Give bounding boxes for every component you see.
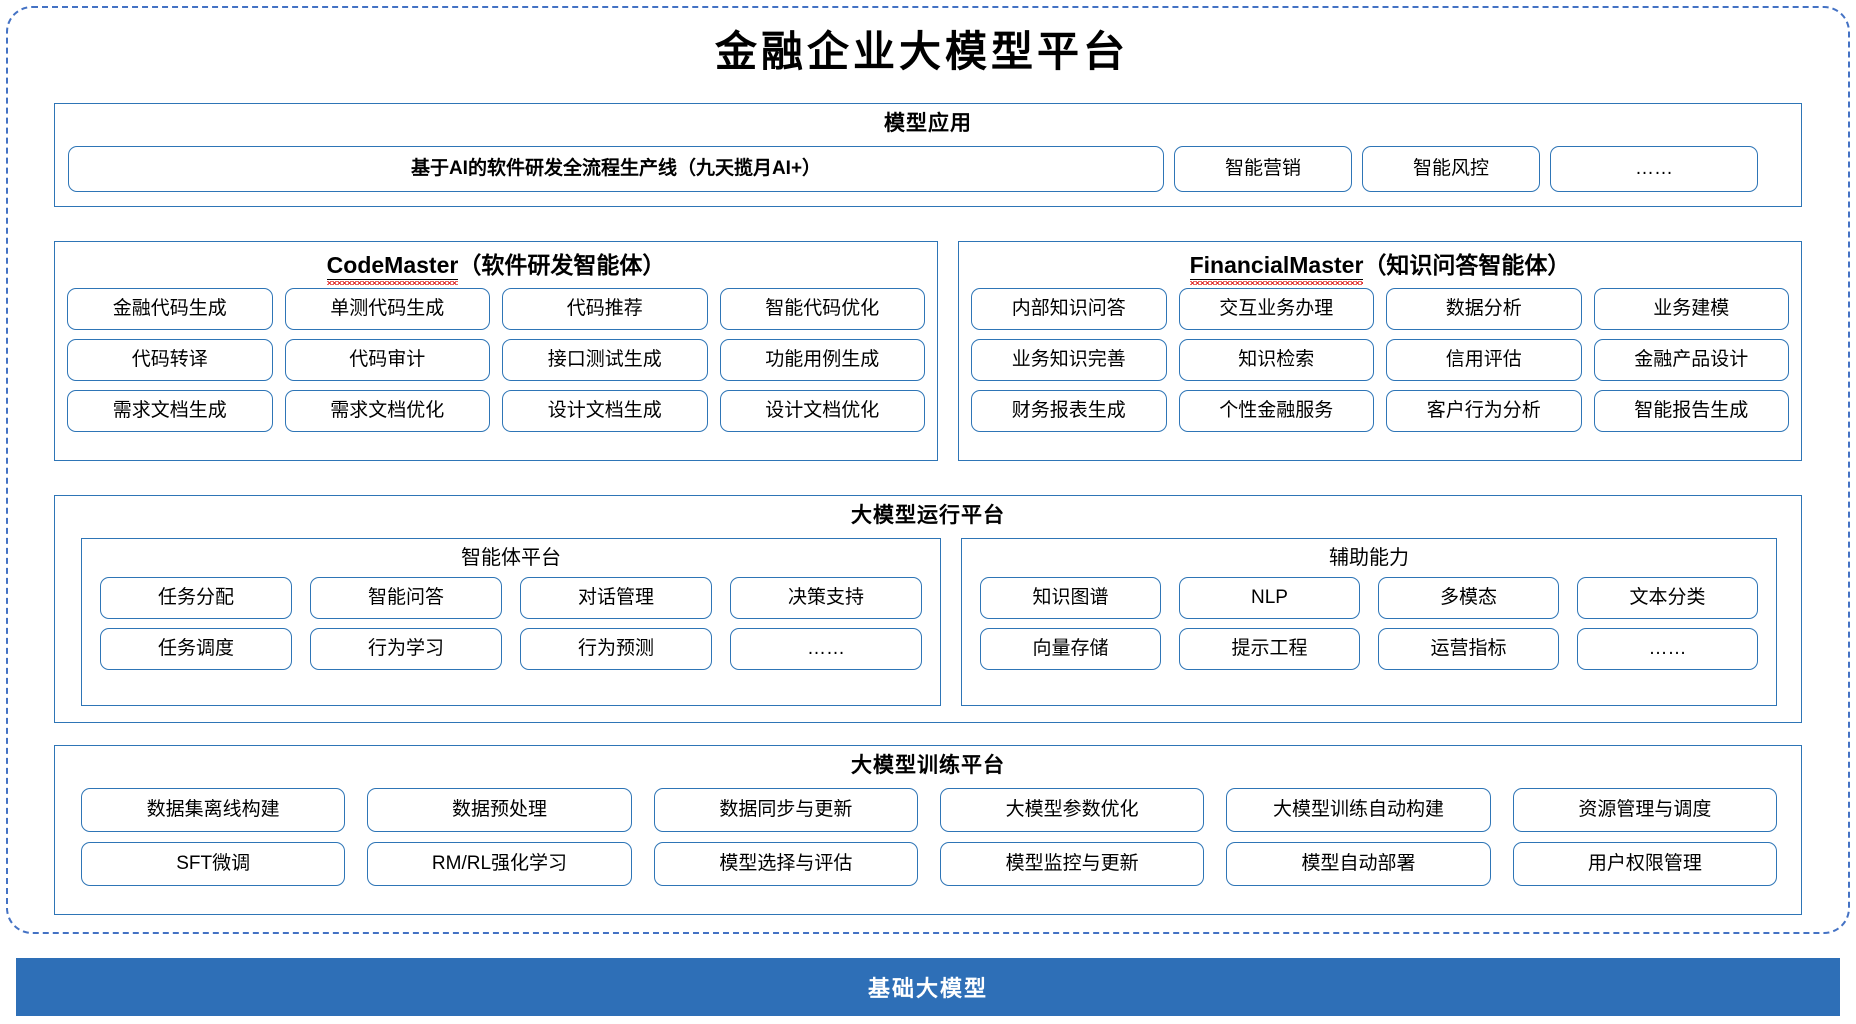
- app-chip-marketing[interactable]: 智能营销: [1174, 146, 1352, 192]
- code-master-name-cn: （软件研发智能体）: [458, 252, 666, 278]
- chip-code-10[interactable]: 设计文档生成: [502, 390, 708, 432]
- chip-code-11[interactable]: 设计文档优化: [719, 390, 925, 432]
- subpanel-auxiliary-capabilities: 辅助能力 知识图谱 NLP 多模态 文本分类 向量存储 提示工程 运营指标 ……: [961, 538, 1777, 706]
- chip-fin-4[interactable]: 业务知识完善: [971, 339, 1167, 381]
- section-title-financial-master: FinancialMaster（知识问答智能体）: [959, 250, 1801, 285]
- chip-fin-1[interactable]: 交互业务办理: [1178, 288, 1374, 330]
- chip-code-0[interactable]: 金融代码生成: [67, 288, 273, 330]
- chip-aux-3[interactable]: 文本分类: [1577, 577, 1758, 619]
- chip-agent-0[interactable]: 任务分配: [100, 577, 292, 619]
- training-platform-chip-grid: 数据集离线构建 数据预处理 数据同步与更新 大模型参数优化 大模型训练自动构建 …: [81, 788, 1777, 886]
- chip-aux-5[interactable]: 提示工程: [1179, 628, 1360, 670]
- chip-agent-1[interactable]: 智能问答: [310, 577, 502, 619]
- chip-train-1[interactable]: 数据预处理: [367, 788, 632, 832]
- base-model-bar: 基础大模型: [16, 958, 1840, 1016]
- chip-train-2[interactable]: 数据同步与更新: [653, 788, 918, 832]
- app-chip-risk-control[interactable]: 智能风控: [1362, 146, 1540, 192]
- app-chip-more[interactable]: ……: [1550, 146, 1758, 192]
- code-master-chip-grid: 金融代码生成 单测代码生成 代码推荐 智能代码优化 代码转译 代码审计 接口测试…: [67, 288, 925, 432]
- chip-aux-7[interactable]: ……: [1577, 628, 1758, 670]
- subpanel-title-auxiliary: 辅助能力: [1329, 547, 1409, 569]
- section-title-training-platform: 大模型训练平台: [851, 754, 1005, 777]
- section-runtime-platform: 大模型运行平台 智能体平台 任务分配 智能问答 对话管理 决策支持 任务调度 行…: [54, 495, 1802, 723]
- subpanel-agent-platform: 智能体平台 任务分配 智能问答 对话管理 决策支持 任务调度 行为学习 行为预测…: [81, 538, 941, 706]
- chip-aux-6[interactable]: 运营指标: [1378, 628, 1559, 670]
- chip-aux-4[interactable]: 向量存储: [980, 628, 1161, 670]
- chip-code-1[interactable]: 单测代码生成: [284, 288, 490, 330]
- chip-train-0[interactable]: 数据集离线构建: [81, 788, 346, 832]
- chip-code-7[interactable]: 功能用例生成: [719, 339, 925, 381]
- page-title: 金融企业大模型平台: [714, 30, 1129, 76]
- section-title-model-applications: 模型应用: [884, 112, 972, 135]
- chip-code-2[interactable]: 代码推荐: [502, 288, 708, 330]
- financial-master-name-en: FinancialMaster: [1189, 250, 1364, 285]
- chip-fin-10[interactable]: 客户行为分析: [1386, 390, 1582, 432]
- chip-fin-5[interactable]: 知识检索: [1178, 339, 1374, 381]
- section-title-runtime-platform: 大模型运行平台: [851, 504, 1005, 527]
- chip-train-9[interactable]: 模型监控与更新: [940, 842, 1205, 886]
- runtime-subpanels: 智能体平台 任务分配 智能问答 对话管理 决策支持 任务调度 行为学习 行为预测…: [81, 538, 1777, 706]
- chip-train-10[interactable]: 模型自动部署: [1226, 842, 1491, 886]
- chip-agent-4[interactable]: 任务调度: [100, 628, 292, 670]
- section-title-code-master: CodeMaster（软件研发智能体）: [55, 250, 937, 285]
- chip-agent-3[interactable]: 决策支持: [730, 577, 922, 619]
- financial-master-chip-grid: 内部知识问答 交互业务办理 数据分析 业务建模 业务知识完善 知识检索 信用评估…: [971, 288, 1789, 432]
- chip-fin-0[interactable]: 内部知识问答: [971, 288, 1167, 330]
- section-training-platform: 大模型训练平台 数据集离线构建 数据预处理 数据同步与更新 大模型参数优化 大模…: [54, 745, 1802, 915]
- section-financial-master: FinancialMaster（知识问答智能体） 内部知识问答 交互业务办理 数…: [958, 241, 1802, 461]
- chip-agent-2[interactable]: 对话管理: [520, 577, 712, 619]
- auxiliary-chip-grid: 知识图谱 NLP 多模态 文本分类 向量存储 提示工程 运营指标 ……: [980, 577, 1758, 670]
- financial-master-name-cn: （知识问答智能体）: [1363, 252, 1571, 278]
- chip-fin-9[interactable]: 个性金融服务: [1178, 390, 1374, 432]
- chip-fin-8[interactable]: 财务报表生成: [971, 390, 1167, 432]
- chip-code-5[interactable]: 代码审计: [284, 339, 490, 381]
- chip-code-6[interactable]: 接口测试生成: [502, 339, 708, 381]
- chip-agent-7[interactable]: ……: [730, 628, 922, 670]
- section-code-master: CodeMaster（软件研发智能体） 金融代码生成 单测代码生成 代码推荐 智…: [54, 241, 938, 461]
- chip-code-9[interactable]: 需求文档优化: [284, 390, 490, 432]
- subpanel-title-agent-platform: 智能体平台: [461, 547, 561, 569]
- chip-fin-7[interactable]: 金融产品设计: [1593, 339, 1789, 381]
- chip-train-5[interactable]: 资源管理与调度: [1512, 788, 1777, 832]
- agent-platform-chip-grid: 任务分配 智能问答 对话管理 决策支持 任务调度 行为学习 行为预测 ……: [100, 577, 922, 670]
- code-master-name-en: CodeMaster: [326, 250, 459, 285]
- chip-train-6[interactable]: SFT微调: [81, 842, 346, 886]
- chip-fin-6[interactable]: 信用评估: [1386, 339, 1582, 381]
- chip-aux-2[interactable]: 多模态: [1378, 577, 1559, 619]
- chip-agent-5[interactable]: 行为学习: [310, 628, 502, 670]
- chip-train-3[interactable]: 大模型参数优化: [940, 788, 1205, 832]
- chip-aux-1[interactable]: NLP: [1179, 577, 1360, 619]
- chip-train-7[interactable]: RM/RL强化学习: [367, 842, 632, 886]
- chip-aux-0[interactable]: 知识图谱: [980, 577, 1161, 619]
- section-model-applications: 模型应用 基于AI的软件研发全流程生产线（九天揽月AI+） 智能营销 智能风控 …: [54, 103, 1802, 207]
- chip-fin-11[interactable]: 智能报告生成: [1593, 390, 1789, 432]
- model-applications-row: 基于AI的软件研发全流程生产线（九天揽月AI+） 智能营销 智能风控 ……: [68, 146, 1790, 192]
- base-model-label: 基础大模型: [867, 976, 988, 1001]
- chip-agent-6[interactable]: 行为预测: [520, 628, 712, 670]
- chip-train-11[interactable]: 用户权限管理: [1512, 842, 1777, 886]
- chip-train-8[interactable]: 模型选择与评估: [653, 842, 918, 886]
- chip-train-4[interactable]: 大模型训练自动构建: [1226, 788, 1491, 832]
- chip-code-8[interactable]: 需求文档生成: [67, 390, 273, 432]
- chip-code-4[interactable]: 代码转译: [67, 339, 273, 381]
- app-chip-hero[interactable]: 基于AI的软件研发全流程生产线（九天揽月AI+）: [68, 146, 1164, 192]
- chip-fin-2[interactable]: 数据分析: [1386, 288, 1582, 330]
- chip-fin-3[interactable]: 业务建模: [1593, 288, 1789, 330]
- chip-code-3[interactable]: 智能代码优化: [719, 288, 925, 330]
